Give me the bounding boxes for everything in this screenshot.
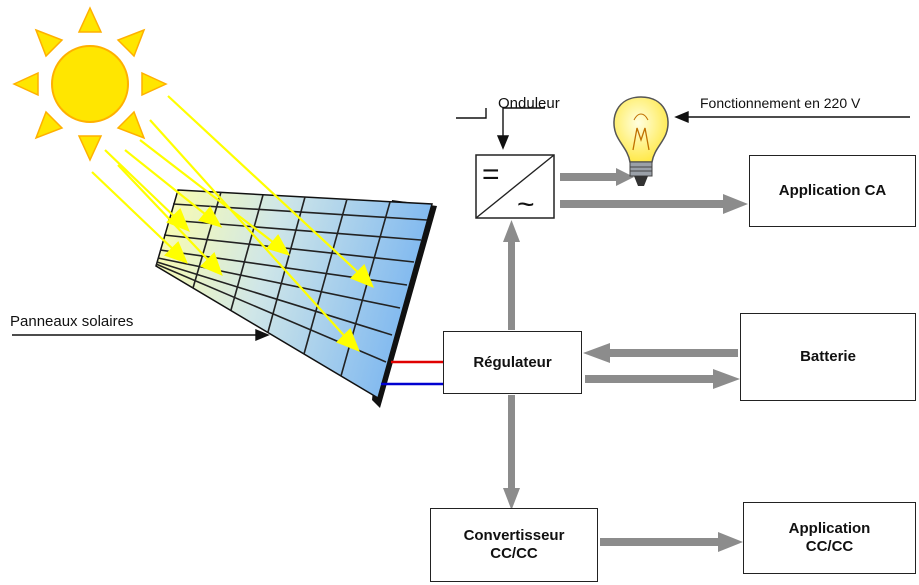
operation-label: Fonctionnement en 220 V (700, 95, 861, 111)
converter-box: Convertisseur CC/CC (430, 508, 598, 582)
application-cc-box: Application CC/CC (743, 502, 916, 574)
battery-box: Batterie (740, 313, 916, 401)
inverter-label: Onduleur (498, 95, 560, 112)
inverter-ac-symbol: ~ (517, 188, 535, 221)
panels-label: Panneaux solaires (10, 313, 134, 330)
light-bulb-icon (613, 96, 669, 186)
regulator-box: Régulateur (443, 331, 582, 394)
application-ca-box: Application CA (749, 155, 916, 227)
inverter-icon: = ~ (475, 154, 555, 221)
inverter-dc-symbol: = (482, 158, 500, 191)
dc-wires (381, 360, 443, 386)
sun-rays (91, 95, 374, 352)
flow-arrows (503, 168, 748, 552)
sun-icon (12, 6, 168, 162)
solar-panel-icon (155, 189, 437, 408)
pointer-arrows (12, 107, 910, 342)
